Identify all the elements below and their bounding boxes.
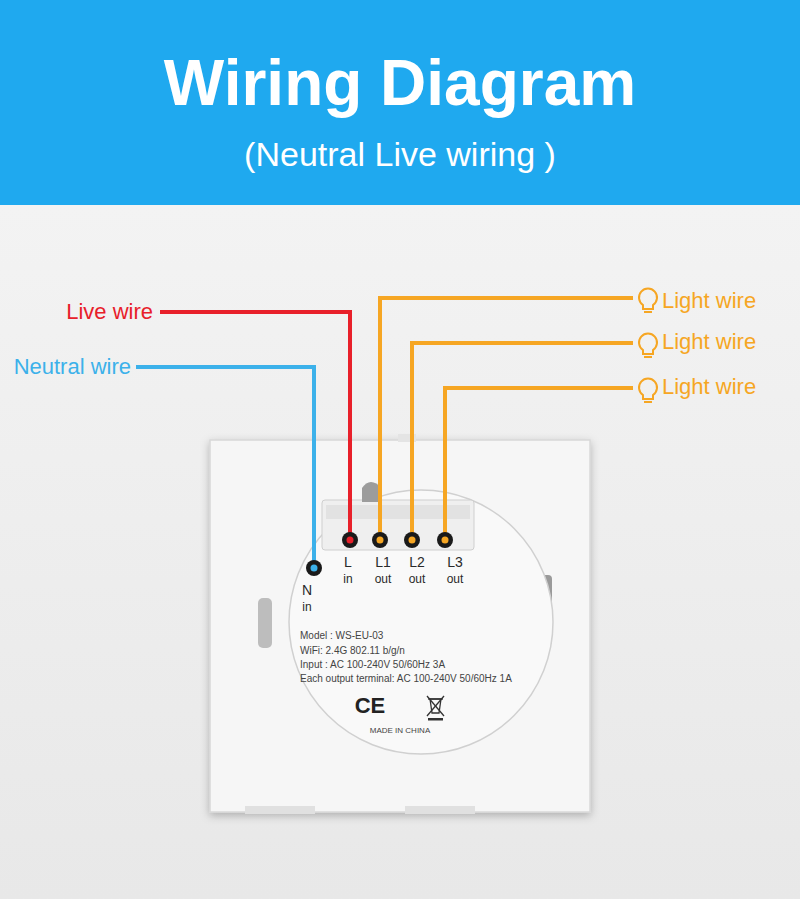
terminal-holes bbox=[306, 532, 453, 576]
terminal-note: in bbox=[343, 573, 352, 586]
background bbox=[0, 205, 800, 899]
spec-text: Each output terminal: AC 100-240V 50/60H… bbox=[300, 673, 512, 684]
neutral-wire bbox=[136, 367, 314, 568]
terminal-note: in bbox=[302, 601, 311, 614]
wire-label: Light wire bbox=[662, 330, 756, 354]
terminal-screws bbox=[326, 505, 470, 519]
light-wire bbox=[445, 388, 633, 540]
spec-text: Model : WS-EU-03 bbox=[300, 630, 383, 641]
switch-module bbox=[289, 490, 553, 754]
bulb-icon bbox=[639, 289, 657, 402]
light-wire bbox=[380, 298, 633, 540]
switch-plate bbox=[210, 440, 590, 812]
spec-text: Input : AC 100-240V 50/60Hz 3A bbox=[300, 659, 445, 670]
origin-text: MADE IN CHINA bbox=[370, 727, 430, 736]
weee-bar bbox=[428, 718, 443, 721]
terminal-name: N bbox=[302, 583, 312, 598]
terminal-note: out bbox=[375, 573, 392, 586]
diagram-title: Wiring Diagram bbox=[164, 48, 636, 118]
header-band bbox=[0, 0, 800, 205]
plate-notch bbox=[405, 806, 475, 814]
light-wire bbox=[412, 343, 633, 540]
terminal-note: out bbox=[447, 573, 464, 586]
ce-mark: CE bbox=[355, 694, 386, 718]
terminal-block bbox=[322, 500, 474, 550]
wire-label: Light wire bbox=[662, 289, 756, 313]
plate-notch bbox=[245, 806, 315, 814]
terminal-name: L3 bbox=[447, 555, 463, 570]
weee-symbol bbox=[427, 696, 444, 716]
terminal-name: L bbox=[344, 555, 352, 570]
wire-label: Live wire bbox=[66, 300, 153, 324]
wire-label: Light wire bbox=[662, 375, 756, 399]
terminal-name: L1 bbox=[375, 555, 391, 570]
terminal-name: L2 bbox=[409, 555, 425, 570]
plate-clip bbox=[258, 598, 272, 648]
wire-label: Neutral wire bbox=[14, 355, 131, 379]
live-wire bbox=[160, 312, 350, 540]
spec-text: WiFi: 2.4G 802.11 b/g/n bbox=[300, 645, 405, 656]
terminal-note: out bbox=[409, 573, 426, 586]
diagram-subtitle: (Neutral Live wiring ) bbox=[244, 136, 556, 173]
